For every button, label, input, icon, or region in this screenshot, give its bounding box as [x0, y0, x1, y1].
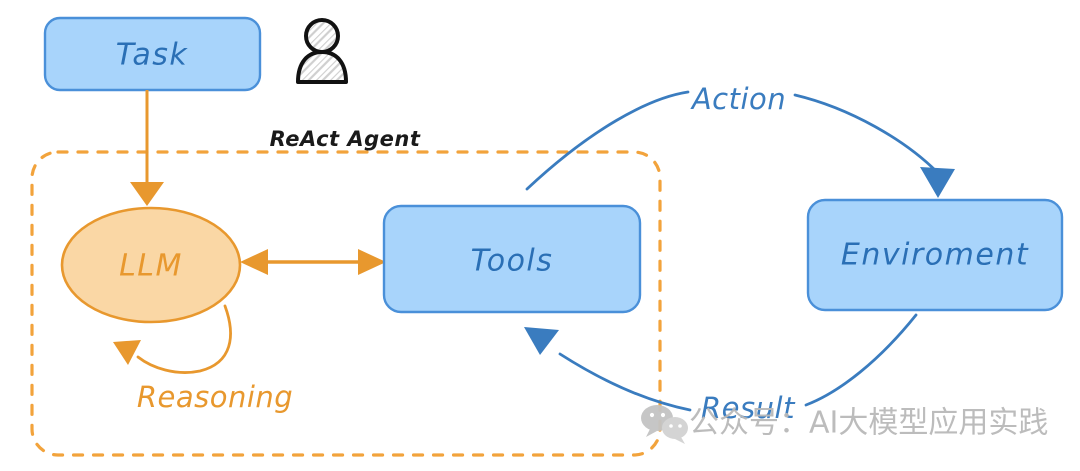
tools-label: Tools [471, 244, 554, 279]
reasoning-label: Reasoning [137, 380, 293, 414]
result-label: Result [701, 391, 796, 425]
llm-ellipse[interactable] [60, 206, 242, 324]
react-agent-label: ReAct Agent [270, 127, 421, 151]
reasoning-loop-arrowhead [113, 340, 141, 365]
wechat-logo-icon [641, 405, 688, 444]
task-box[interactable] [43, 16, 262, 92]
reasoning-loop-path [136, 304, 232, 374]
llm-label: LLM [119, 249, 183, 284]
action-label: Action [690, 82, 786, 116]
node-environment[interactable]: Enviroment [806, 198, 1064, 312]
result-path-right [804, 313, 918, 407]
environment-label: Enviroment [841, 238, 1029, 273]
llm-tools-arrowhead-left [240, 249, 268, 275]
react-agent-boundary: ReAct Agent [30, 127, 662, 457]
node-tools[interactable]: Tools [382, 204, 642, 314]
action-arrowhead [920, 167, 955, 198]
edge-reasoning-loop: Reasoning [113, 304, 293, 414]
tools-box[interactable] [382, 204, 642, 314]
edge-result: Result [524, 313, 918, 425]
watermark-text: 公众号：AI大模型应用实践 [689, 406, 1048, 441]
task-label: Task [116, 38, 189, 73]
edge-action: Action [525, 82, 955, 198]
node-llm[interactable]: LLM [60, 206, 242, 324]
action-path-right [793, 93, 939, 174]
result-arrowhead [524, 327, 559, 355]
wechat-watermark: 公众号：AI大模型应用实践 [641, 405, 1048, 444]
user-person-icon [296, 18, 348, 84]
edge-task-to-llm [130, 90, 164, 206]
action-path-left [525, 90, 690, 191]
edge-llm-tools [240, 249, 386, 275]
llm-tools-arrowhead-right [358, 249, 386, 275]
task-to-llm-arrowhead [130, 182, 164, 206]
node-task[interactable]: Task [43, 16, 262, 92]
react-agent-boundary-rect [30, 150, 662, 457]
result-path-left [558, 352, 692, 412]
environment-box[interactable] [806, 198, 1064, 312]
